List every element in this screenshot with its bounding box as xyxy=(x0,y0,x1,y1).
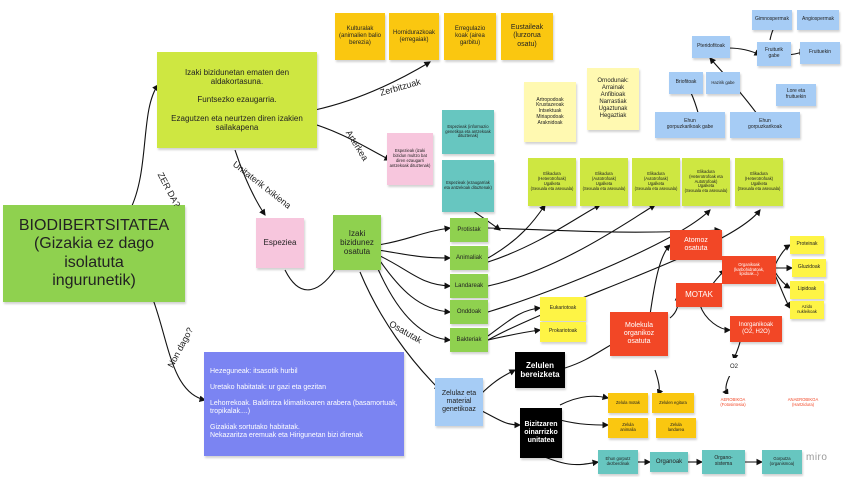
briofitoak-note[interactable]: Briofitoak xyxy=(669,72,703,94)
zelula-motak-note[interactable]: Zelula motak xyxy=(608,393,648,413)
zelulaz-eta-note[interactable]: Zelulaz eta material genetikoaz xyxy=(435,378,483,426)
service-kulturalak[interactable]: Kulturalak (animalien balio berezia) xyxy=(335,13,385,60)
service-eustaileak[interactable]: Eustaileak (lurzorua osatu) xyxy=(501,13,553,60)
label-unitaterik: Unitaterik txikiena xyxy=(230,159,294,211)
brand-logo: miro xyxy=(806,452,828,463)
link-landareak-e3 xyxy=(487,204,656,287)
service-erregulazio[interactable]: Erregulazio koak (airea garbitu) xyxy=(444,13,496,60)
kingdom-bakteriak[interactable]: Bakteriak xyxy=(450,328,488,352)
molekula-note[interactable]: Molekula organikoz osatuta xyxy=(610,312,668,356)
link-bizitza-zelula-motak xyxy=(559,393,610,406)
fruituekin-note[interactable]: Fruituekin xyxy=(800,42,840,64)
angiospermak-note[interactable]: Angiospermak xyxy=(797,10,839,30)
feeding-note-4[interactable]: Elikadura (Heterotrofoak eta Autotrofoak… xyxy=(682,158,730,206)
species-info-note[interactable]: Espezieak (informazio genetikoa eta antz… xyxy=(442,110,494,154)
lore-fruitu-note[interactable]: Lore eta fruituekin xyxy=(776,84,816,106)
label-non-dago: Non dago? xyxy=(165,325,196,370)
pteridofitoak-note[interactable]: Pteridofitoak xyxy=(692,36,730,58)
link-motak-inorganikoak xyxy=(699,304,732,334)
proteinak-note[interactable]: Proteinak xyxy=(790,236,824,254)
kingdom-onddoak[interactable]: Onddoak xyxy=(450,300,488,324)
ehun-gorputz-note[interactable]: Ehun gorputz dezberdinak xyxy=(598,450,638,474)
link-organikoak-azido xyxy=(774,274,791,309)
azido-nukleikoak-note[interactable]: Azido nukleikoak xyxy=(790,301,824,319)
feeding-note-2[interactable]: Elikadura (Autotrofoak) Ugalketa (Sexual… xyxy=(580,158,628,206)
zelulen-bereizketa-note[interactable]: Zelulen bereizketa xyxy=(515,352,565,388)
ehun-landare-note[interactable]: Ehun gorpuzkarikoak xyxy=(730,112,800,138)
organikoak-note[interactable]: Organikoak (karbohidratoak, lipidoak...) xyxy=(722,256,776,284)
small-a-note[interactable]: Zelulen egitura xyxy=(652,393,694,413)
link-bakteriak-euk xyxy=(487,305,542,337)
link-izaki-animaliak xyxy=(377,249,452,262)
link-bakteriak-prok xyxy=(487,327,542,341)
link-organikoak-lipidoak xyxy=(774,271,791,289)
label-zer-da: ZER DA? xyxy=(155,170,183,209)
label-zerbitzuak: Zerbitzuak xyxy=(378,76,422,98)
gluzidoak-note[interactable]: Gluzidoak xyxy=(792,259,826,277)
feeding-note-5[interactable]: Elikadura (Heterotrofoak) Ugalketa (Sexu… xyxy=(735,158,783,206)
link-izaki-bakteriak xyxy=(374,261,452,343)
label-arterkea: Arterkea xyxy=(343,128,371,163)
link-izaki-protistak xyxy=(377,225,452,246)
link-izaki-onddoak xyxy=(377,257,452,315)
link-izaki-landareak xyxy=(377,254,452,290)
ehun-animal-note[interactable]: Ehun gorpuzkarikoak gabe xyxy=(655,112,725,138)
kingdom-protistak[interactable]: Protistak xyxy=(450,218,488,242)
link-zelula-bereizketa xyxy=(479,369,516,396)
fruitu-gabe-note[interactable]: Fruiturik gabe xyxy=(757,42,791,66)
gimnospermak-note[interactable]: Gimnospermak xyxy=(752,10,792,30)
link-molekula-atomoz xyxy=(649,244,671,316)
zelula-animal-note[interactable]: Zelula animalia xyxy=(608,418,648,438)
link-animaliak-e2 xyxy=(487,204,601,263)
link-animaliak-e1 xyxy=(487,204,546,259)
organoak-note[interactable]: Organoak xyxy=(650,452,688,472)
feeding-note-3[interactable]: Elikadura (Autotrofoak) Ugalketa (Sexual… xyxy=(632,158,680,206)
species-info2-note[interactable]: Espezieak (ezaugarriak eta antzekoak dit… xyxy=(442,160,494,212)
espeziea-note[interactable]: Espeziea xyxy=(256,218,304,268)
link-euk-zelula-motak xyxy=(654,369,664,397)
zelula-landare-note[interactable]: Zelula landarea xyxy=(656,418,696,438)
artropodoak-note[interactable]: Artropodoak Krustazeoak Intsektuak Miria… xyxy=(524,82,576,142)
aerobikoa-note[interactable]: AEROBIKOA (Fotosintesia) xyxy=(712,394,754,412)
o2-note[interactable]: O2 xyxy=(723,358,745,376)
link-pterido-fruitugabe xyxy=(727,47,761,56)
species-small-note[interactable]: Espezieak (izaki bizidun multzo bat dire… xyxy=(387,133,433,185)
link-bizitza-animal xyxy=(559,419,610,429)
kingdom-animaliak[interactable]: Animaliak xyxy=(450,246,488,270)
link-zelula-bizitza xyxy=(479,409,522,429)
hazi-gabe-note[interactable]: Hazirik gabe xyxy=(706,72,740,94)
link-main-definition xyxy=(129,84,159,211)
bizitzaren-oinarri-note[interactable]: Bizitzaren oinarrizko unitatea xyxy=(520,408,562,458)
prokariotoak-note[interactable]: Prokariotoak xyxy=(540,322,586,342)
kingdom-landareak[interactable]: Landareak xyxy=(450,274,488,298)
eukariotoak-note[interactable]: Eukariotoak xyxy=(540,297,586,321)
link-o2-aerobikoa xyxy=(722,374,731,396)
organo-sistema-note[interactable]: Organo- sistema xyxy=(702,450,745,474)
main-note[interactable]: BIODIBERTSITATEA (Gizakia ez dago isolat… xyxy=(3,205,185,302)
link-organikoak-proteinak xyxy=(774,244,791,266)
lipidoak-note[interactable]: Lipidoak xyxy=(790,281,824,299)
motak-note[interactable]: MOTAK xyxy=(676,283,722,307)
definition-note[interactable]: Izaki bizidunetan ematen den aldakortasu… xyxy=(157,52,317,148)
gorputza-note[interactable]: Gorputza (organismoa) xyxy=(762,450,802,474)
anaerobikoa-note[interactable]: ANAEROBIKOA (Hartzidura) xyxy=(780,394,826,412)
izaki-bizidun-note[interactable]: Izaki bizidunez osatuta xyxy=(333,215,381,270)
inorganikoak-note[interactable]: Inorganikoak (O2, H2O) xyxy=(730,316,782,342)
service-hornidurazkoak[interactable]: Hornidurazkoak (erregaiak) xyxy=(389,13,439,60)
ornodunak-note[interactable]: Ornodunak: Arrainak Anfibioak Narrastiak… xyxy=(587,68,639,130)
label-osatutak: Osatutak xyxy=(387,318,424,346)
feeding-note-1[interactable]: Elikadura (Heterotrofoak) Ugalketa (Sexu… xyxy=(528,158,576,206)
atomoz-osatuta-note[interactable]: Atomoz osatuta xyxy=(670,230,722,260)
habitats-note[interactable]: Hezeguneak: itsasotik hurbil Uretako hab… xyxy=(204,352,404,456)
